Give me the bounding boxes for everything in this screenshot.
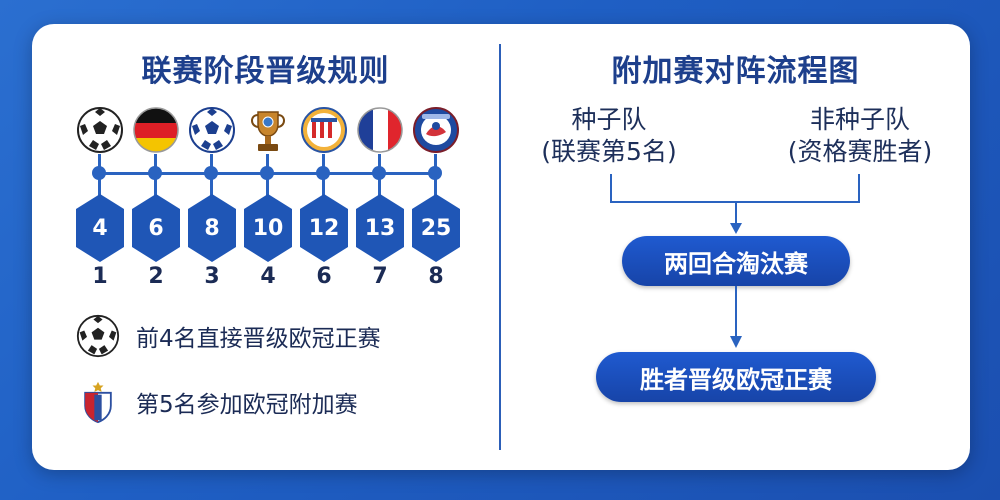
nonseed-team-detail: (资格赛胜者)	[787, 137, 933, 166]
right-panel-title: 附加赛对阵流程图	[611, 54, 860, 89]
winner-qualifies-node: 胜者晋级欧冠正赛	[596, 352, 876, 402]
seed-team-node: 种子队 (联赛第5名)	[524, 104, 694, 168]
points-hexagon: 25	[412, 194, 460, 262]
content-card: 联赛阶段晋级规则 附加赛对阵流程图 4 1 6 2 8 3 10 4 12 6 …	[32, 24, 970, 470]
rank-label: 4	[260, 264, 276, 289]
legend-text: 前4名直接晋级欧冠正赛	[136, 326, 381, 352]
nonseed-team-label: 非种子队	[809, 105, 910, 134]
legend-playoff: 第5名参加欧冠附加赛	[76, 380, 358, 424]
arrow-down-icon	[730, 201, 742, 234]
striped-club-crest-icon	[300, 106, 348, 154]
connector-nonseed	[858, 174, 860, 202]
shield-crest-icon	[76, 380, 120, 424]
rank-label: 1	[92, 264, 108, 289]
french-flag-icon	[356, 106, 404, 154]
legend-direct-qualify: 前4名直接晋级欧冠正赛	[76, 314, 381, 358]
points-hexagon: 13	[356, 194, 404, 262]
timeline-node	[92, 166, 106, 180]
rank-label: 7	[372, 264, 388, 289]
left-panel-title: 联赛阶段晋级规则	[141, 54, 390, 89]
rank-label: 6	[316, 264, 332, 289]
timeline-node	[260, 166, 274, 180]
blue-club-crest-icon	[412, 106, 460, 154]
seed-team-label: 种子队	[571, 105, 647, 134]
rank-label: 8	[428, 264, 444, 289]
timeline-node	[428, 166, 442, 180]
seed-team-detail: (联赛第5名)	[541, 137, 677, 166]
soccer-ball-icon	[76, 106, 124, 154]
trophy-icon	[244, 106, 292, 154]
soccer-ball-icon	[76, 314, 120, 358]
soccer-ball-blue-icon	[188, 106, 236, 154]
nonseed-team-node: 非种子队 (资格赛胜者)	[768, 104, 952, 168]
german-flag-icon	[132, 106, 180, 154]
timeline-node	[204, 166, 218, 180]
rank-label: 3	[204, 264, 220, 289]
two-leg-knockout-node: 两回合淘汰赛	[622, 236, 850, 286]
points-hexagon: 8	[188, 194, 236, 262]
panel-divider	[499, 44, 501, 450]
arrow-down-icon	[730, 286, 742, 348]
points-hexagon: 10	[244, 194, 292, 262]
points-hexagon: 4	[76, 194, 124, 262]
points-hexagon: 12	[300, 194, 348, 262]
rank-label: 2	[148, 264, 164, 289]
timeline-node	[148, 166, 162, 180]
timeline-node	[372, 166, 386, 180]
connector-seed	[610, 174, 612, 202]
timeline-node	[316, 166, 330, 180]
points-hexagon: 6	[132, 194, 180, 262]
legend-text: 第5名参加欧冠附加赛	[136, 392, 358, 418]
